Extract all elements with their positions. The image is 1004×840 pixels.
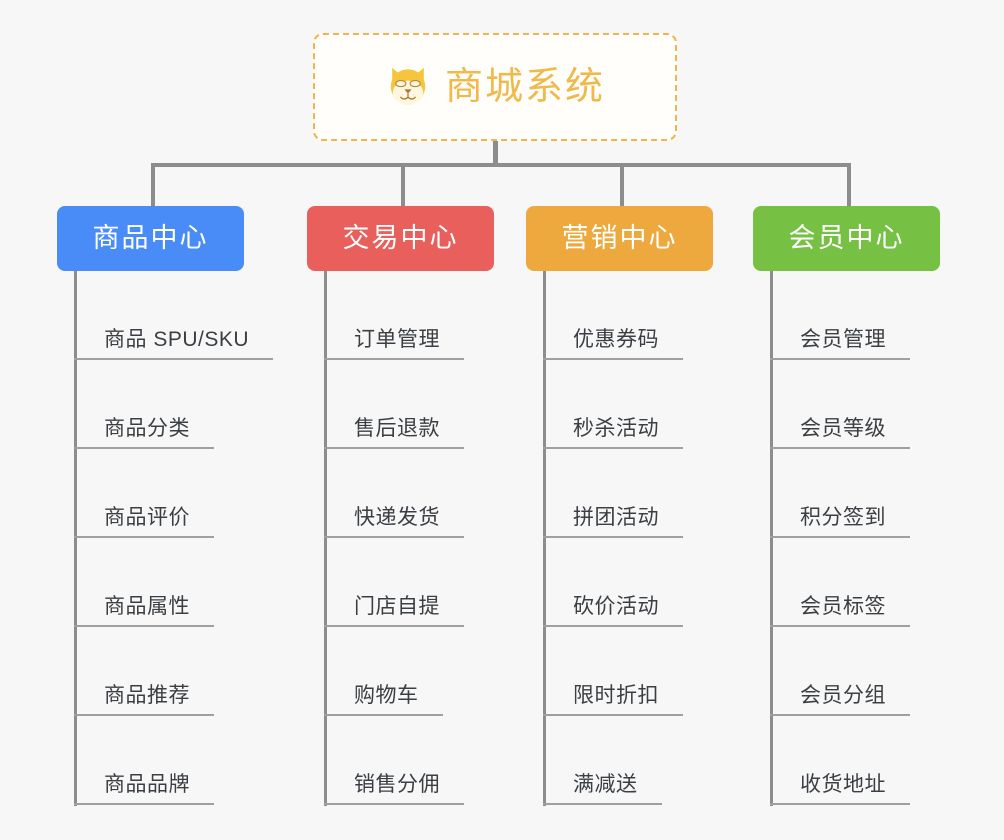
list-item[interactable]: 优惠券码	[543, 271, 803, 360]
connector-root-stem	[493, 141, 498, 165]
list-item[interactable]: 会员标签	[770, 538, 1004, 627]
list-item[interactable]: 订单管理	[324, 271, 584, 360]
item-label: 商品评价	[104, 505, 190, 529]
item-column-product-center: 商品 SPU/SKU 商品分类 商品评价 商品属性 商品推荐 商品品牌	[74, 271, 334, 806]
item-column-trade-center: 订单管理 售后退款 快递发货 门店自提 购物车 销售分佣	[324, 271, 584, 806]
item-label: 商品推荐	[104, 683, 190, 707]
item-column-member-center: 会员管理 会员等级 积分签到 会员标签 会员分组 收货地址	[770, 271, 1004, 806]
item-label: 拼团活动	[573, 505, 659, 529]
item-label: 商品 SPU/SKU	[104, 327, 250, 351]
column-spine	[324, 271, 327, 806]
list-item[interactable]: 积分签到	[770, 449, 1004, 538]
item-label: 会员分组	[800, 683, 886, 707]
list-item[interactable]: 门店自提	[324, 538, 584, 627]
list-item[interactable]: 会员等级	[770, 360, 1004, 449]
item-label: 快递发货	[354, 505, 440, 529]
list-item[interactable]: 会员分组	[770, 627, 1004, 716]
item-label: 秒杀活动	[573, 416, 659, 440]
list-item[interactable]: 秒杀活动	[543, 360, 803, 449]
list-item[interactable]: 购物车	[324, 627, 584, 716]
list-item[interactable]: 销售分佣	[324, 716, 584, 805]
category-label: 交易中心	[342, 223, 459, 253]
connector-drop-marketing-center	[620, 163, 624, 208]
category-box-product-center[interactable]: 商品中心	[57, 206, 244, 271]
connector-horizontal-bus	[151, 163, 851, 167]
item-label: 门店自提	[354, 594, 440, 618]
item-label: 限时折扣	[573, 683, 659, 707]
item-label: 会员标签	[800, 594, 886, 618]
root-node[interactable]: 商城系统	[313, 33, 677, 141]
item-label: 满减送	[573, 772, 638, 796]
list-item[interactable]: 商品推荐	[74, 627, 334, 716]
list-item[interactable]: 商品 SPU/SKU	[74, 271, 334, 360]
item-label: 会员管理	[800, 327, 886, 351]
connector-drop-product-center	[151, 163, 155, 208]
category-label: 商品中心	[92, 223, 209, 253]
item-label: 收货地址	[800, 772, 886, 796]
list-item[interactable]: 收货地址	[770, 716, 1004, 805]
item-label: 商品品牌	[104, 772, 190, 796]
connector-drop-member-center	[847, 163, 851, 208]
item-label: 商品属性	[104, 594, 190, 618]
list-item[interactable]: 会员管理	[770, 271, 1004, 360]
list-item[interactable]: 满减送	[543, 716, 803, 805]
list-item[interactable]: 商品分类	[74, 360, 334, 449]
list-item[interactable]: 商品评价	[74, 449, 334, 538]
item-label: 销售分佣	[354, 772, 440, 796]
category-label: 会员中心	[788, 223, 905, 253]
item-label: 订单管理	[354, 327, 440, 351]
item-label: 积分签到	[800, 505, 886, 529]
column-spine	[543, 271, 546, 806]
list-item[interactable]: 拼团活动	[543, 449, 803, 538]
category-box-marketing-center[interactable]: 营销中心	[526, 206, 713, 271]
item-label: 购物车	[354, 683, 419, 707]
connector-drop-trade-center	[401, 163, 405, 208]
list-item[interactable]: 限时折扣	[543, 627, 803, 716]
list-item[interactable]: 商品属性	[74, 538, 334, 627]
list-item[interactable]: 商品品牌	[74, 716, 334, 805]
dog-face-icon	[385, 62, 431, 113]
root-title: 商城系统	[444, 66, 605, 108]
item-label: 售后退款	[354, 416, 440, 440]
column-spine	[74, 271, 77, 806]
item-label: 商品分类	[104, 416, 190, 440]
item-label: 会员等级	[800, 416, 886, 440]
item-label: 砍价活动	[573, 594, 659, 618]
item-label: 优惠券码	[573, 327, 659, 351]
category-box-member-center[interactable]: 会员中心	[753, 206, 940, 271]
category-box-trade-center[interactable]: 交易中心	[307, 206, 494, 271]
list-item[interactable]: 砍价活动	[543, 538, 803, 627]
category-label: 营销中心	[561, 223, 678, 253]
item-column-marketing-center: 优惠券码 秒杀活动 拼团活动 砍价活动 限时折扣 满减送	[543, 271, 803, 806]
list-item[interactable]: 快递发货	[324, 449, 584, 538]
column-spine	[770, 271, 773, 806]
list-item[interactable]: 售后退款	[324, 360, 584, 449]
